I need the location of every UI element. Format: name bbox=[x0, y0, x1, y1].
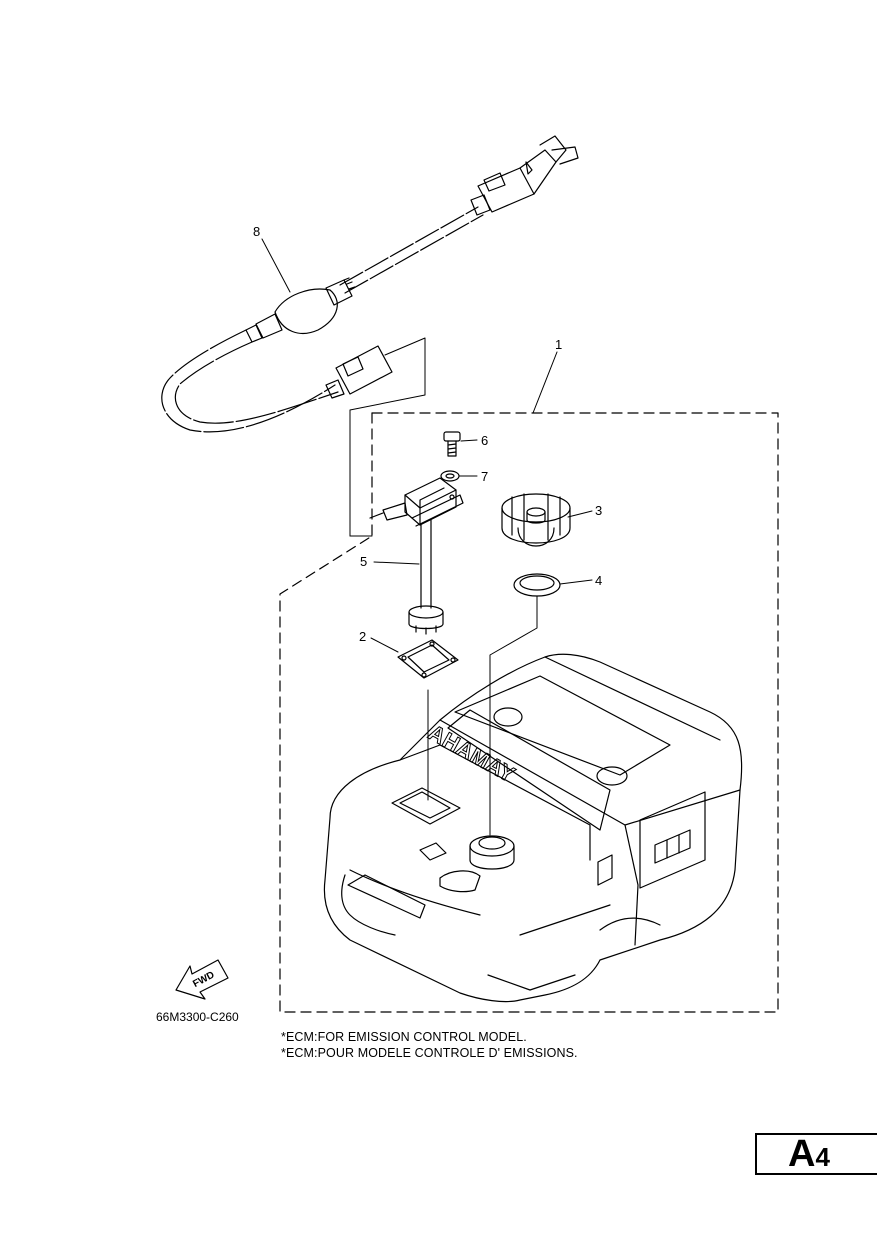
primer-bulb bbox=[274, 288, 338, 334]
callout-6: 6 bbox=[481, 433, 488, 448]
ecm-note-french: *ECM:POUR MODELE CONTROLE D' EMISSIONS. bbox=[281, 1046, 578, 1060]
callout-3: 3 bbox=[595, 503, 602, 518]
page-label-letter: A bbox=[788, 1133, 816, 1175]
washer bbox=[440, 470, 460, 482]
fwd-arrow-icon bbox=[175, 959, 229, 1000]
o-ring bbox=[513, 573, 561, 597]
screw bbox=[443, 431, 461, 457]
fuel-hose-assembly bbox=[161, 135, 579, 433]
upper-connector bbox=[477, 167, 535, 213]
tank-cap bbox=[501, 493, 571, 547]
lower-connector bbox=[335, 345, 393, 395]
page-label-number: 4 bbox=[815, 1142, 830, 1172]
ecm-note-english: *ECM:FOR EMISSION CONTROL MODEL. bbox=[281, 1030, 527, 1044]
callout-5: 5 bbox=[360, 554, 367, 569]
page-label-box bbox=[755, 1133, 877, 1175]
hose-break-lines bbox=[349, 337, 426, 537]
assembly-outline bbox=[279, 412, 779, 1013]
callout-8: 8 bbox=[253, 224, 260, 239]
fuel-pickup-assembly bbox=[369, 477, 464, 635]
page-label: A4 bbox=[788, 1133, 830, 1183]
callout-4: 4 bbox=[595, 573, 602, 588]
gasket bbox=[397, 639, 459, 679]
callout-2: 2 bbox=[359, 629, 366, 644]
fuel-tank bbox=[323, 653, 743, 1003]
leader-lines bbox=[261, 238, 593, 836]
callout-1: 1 bbox=[555, 337, 562, 352]
callout-7: 7 bbox=[481, 469, 488, 484]
drawing-code: 66M3300-C260 bbox=[156, 1010, 239, 1024]
